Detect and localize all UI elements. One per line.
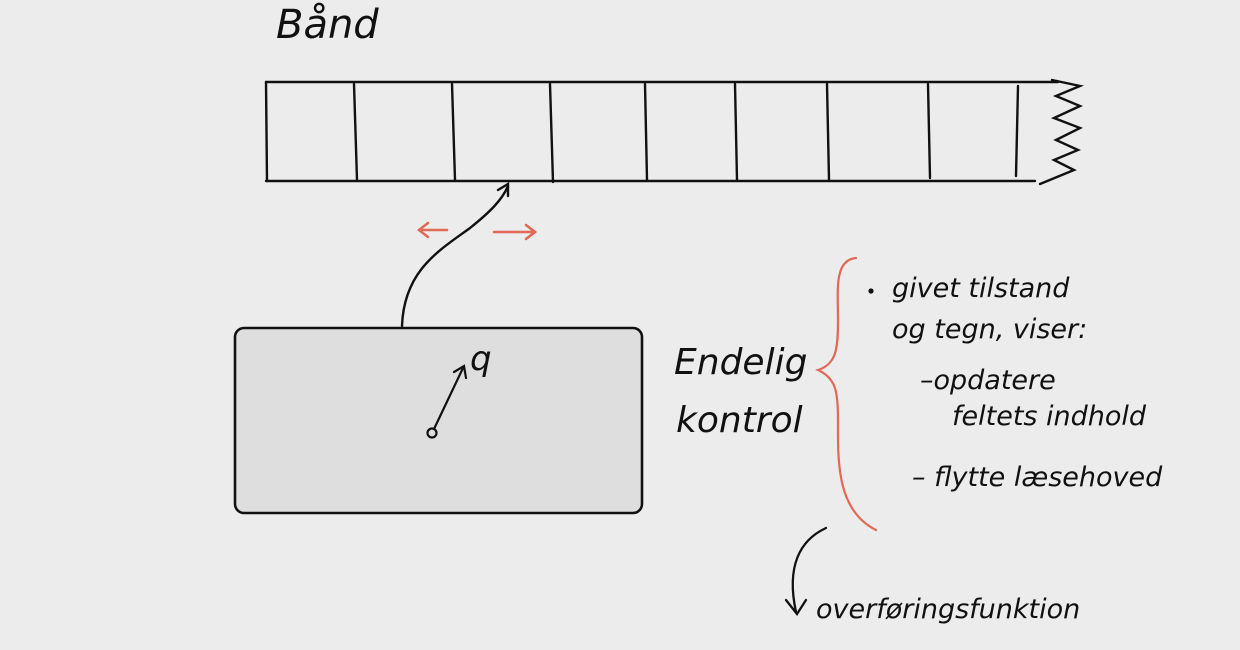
tape-title: Bånd [276,2,379,48]
tape-cell-divider [1014,84,1020,178]
tape-cell-divider [352,82,359,182]
note-item1-line1: –opdatere [920,365,1056,396]
tape-left-edge [264,80,269,183]
tape-continuation-squiggle [1038,78,1085,186]
transition-arrow [784,526,828,616]
state-dial [426,364,468,439]
tape-cell-divider [733,82,739,182]
tape-cell-divider [450,82,457,182]
tape-cell-divider [825,82,831,182]
tape-cell-divider [926,82,932,180]
tape-cell-divider [643,82,649,182]
tape-cell-divider [548,82,555,184]
read-head-arrow [400,181,510,328]
note-item1-line2: feltets indhold [952,401,1147,432]
note-bullet-line2: og tegn, viser: [892,314,1087,345]
bullet-dot [868,288,874,294]
tape [264,78,1085,186]
control-label-line2: kontrol [676,400,803,441]
state-label: q [470,339,492,379]
control-label-line1: Endelig [674,342,807,383]
curly-brace [814,256,878,532]
move-right-arrow [492,223,538,241]
note-item2: – flytte læsehoved [912,462,1163,493]
move-left-arrow [416,221,449,239]
note-bullet-line1: givet tilstand [892,273,1070,304]
transition-label: overføringsfunktion [816,594,1080,625]
